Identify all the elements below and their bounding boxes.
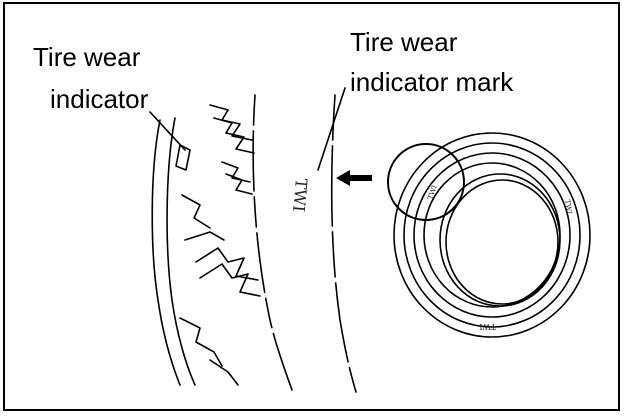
tread-groove-2b <box>225 173 253 195</box>
tread-groove-4b <box>199 263 261 297</box>
tire-wear-indicator-label-line1: Tire wear <box>33 42 141 72</box>
small-tire-groove-2 <box>413 152 571 318</box>
tire-wear-indicator-mark-label-line2: indicator mark <box>350 67 514 97</box>
tread-groove-2 <box>221 161 251 183</box>
tread-groove-3 <box>181 194 211 229</box>
tread-groove-6 <box>179 317 223 367</box>
magnifier-circle <box>387 143 465 221</box>
tread-groove-5 <box>184 231 225 241</box>
arrow-left-icon <box>336 170 372 186</box>
small-tire-twi-top-right: TWI <box>563 199 573 215</box>
small-tire-rim-inner <box>445 179 559 305</box>
closeup-twi-mark: TWI <box>289 178 311 213</box>
tread-outer-edge <box>151 119 181 386</box>
tread-outer-edge-inner <box>166 117 196 386</box>
small-tire-rim-outer <box>439 173 561 307</box>
tire-wear-indicator-mark-label-line1: Tire wear <box>350 27 458 57</box>
tread-groove-1b <box>213 117 255 154</box>
tread-groove-7 <box>209 359 239 386</box>
small-tire-groove-3 <box>423 162 561 308</box>
small-tire-groove-1 <box>403 142 581 328</box>
small-tire-outer <box>393 132 591 338</box>
small-tire-twi-bottom: TWI <box>479 322 496 331</box>
tire-wear-indicator-label-line2: indicator <box>50 84 149 114</box>
sidewall-line-2 <box>330 94 357 393</box>
diagram-frame <box>3 2 620 411</box>
tread-wear-bar <box>175 144 191 171</box>
sidewall-line-1 <box>252 94 293 391</box>
mark-leader-line <box>317 87 346 171</box>
indicator-leader-line <box>149 111 186 151</box>
